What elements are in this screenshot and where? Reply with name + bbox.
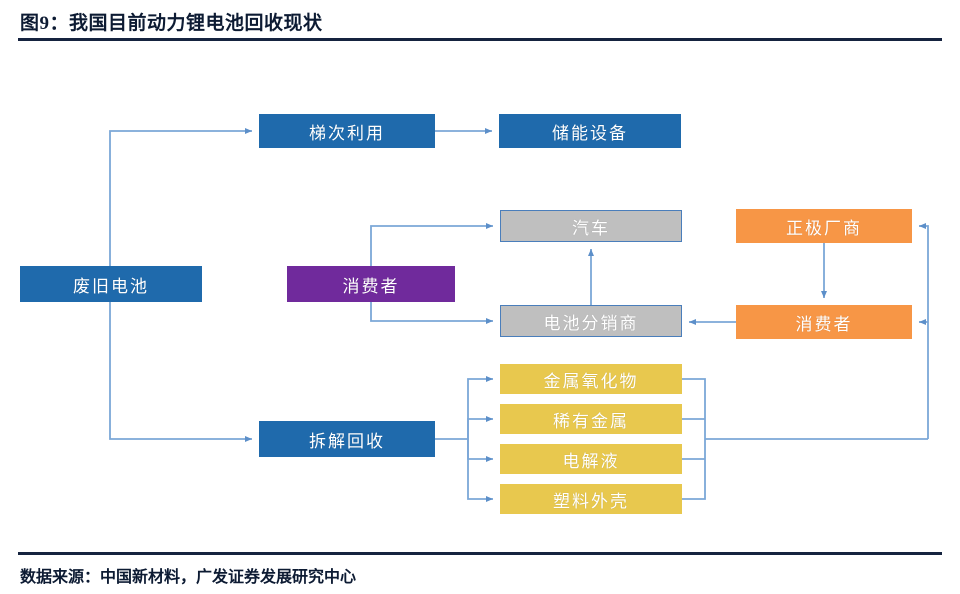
node-cathode-maker[interactable]: 正极厂商 bbox=[736, 209, 912, 243]
edge-products-merge bbox=[682, 378, 706, 500]
title-divider bbox=[18, 38, 942, 41]
node-electrolyte[interactable]: 电解液 bbox=[500, 444, 682, 474]
edge-dismantle-to-plasticshell bbox=[467, 439, 493, 502]
node-label: 消费者 bbox=[795, 314, 853, 334]
diagram-canvas: 废旧电池 梯次利用 储能设备 消费者 汽车 电池分销商 正极厂商 消费者 拆解回… bbox=[0, 42, 960, 550]
node-label: 拆解回收 bbox=[309, 431, 385, 451]
node-rare-metal[interactable]: 稀有金属 bbox=[500, 404, 682, 434]
page-title: 图9：我国目前动力锂电池回收现状 bbox=[20, 12, 323, 34]
node-energy-storage[interactable]: 储能设备 bbox=[499, 114, 681, 148]
edge-return-to-cathode bbox=[919, 223, 929, 439]
node-label: 稀有金属 bbox=[553, 411, 629, 431]
node-label: 汽车 bbox=[572, 218, 610, 238]
node-label: 塑料外壳 bbox=[553, 491, 629, 511]
node-consumer-left[interactable]: 消费者 bbox=[287, 266, 455, 302]
source-divider bbox=[18, 552, 942, 555]
edge-dismantle-to-raremetal bbox=[467, 416, 493, 439]
connector-layer bbox=[109, 128, 929, 502]
node-label: 废旧电池 bbox=[73, 276, 149, 296]
node-consumer-right[interactable]: 消费者 bbox=[736, 305, 912, 339]
edge-waste-to-cascade bbox=[109, 128, 252, 284]
node-label: 正极厂商 bbox=[786, 218, 862, 238]
node-label: 消费者 bbox=[342, 276, 400, 296]
node-automobile[interactable]: 汽车 bbox=[500, 210, 682, 242]
node-label: 储能设备 bbox=[552, 123, 628, 143]
node-label: 梯次利用 bbox=[309, 123, 385, 143]
node-plastic-shell[interactable]: 塑料外壳 bbox=[500, 484, 682, 514]
node-label: 电解液 bbox=[562, 451, 620, 471]
node-cascade-use[interactable]: 梯次利用 bbox=[259, 114, 435, 148]
node-dismantle-recycle[interactable]: 拆解回收 bbox=[259, 421, 435, 457]
edge-dismantle-to-metaloxide bbox=[467, 376, 493, 439]
node-waste-battery[interactable]: 废旧电池 bbox=[20, 266, 202, 302]
figure-source: 数据来源：中国新材料，广发证券发展研究中心 bbox=[20, 569, 357, 586]
edge-consumerleft-to-auto bbox=[370, 223, 493, 284]
edge-waste-to-dismantle bbox=[109, 284, 252, 442]
node-metal-oxide[interactable]: 金属氧化物 bbox=[500, 364, 682, 394]
edge-dismantle-to-electrolyte bbox=[467, 439, 493, 462]
node-label: 电池分销商 bbox=[543, 313, 639, 333]
node-label: 金属氧化物 bbox=[543, 371, 639, 391]
node-battery-dealer[interactable]: 电池分销商 bbox=[500, 305, 682, 337]
